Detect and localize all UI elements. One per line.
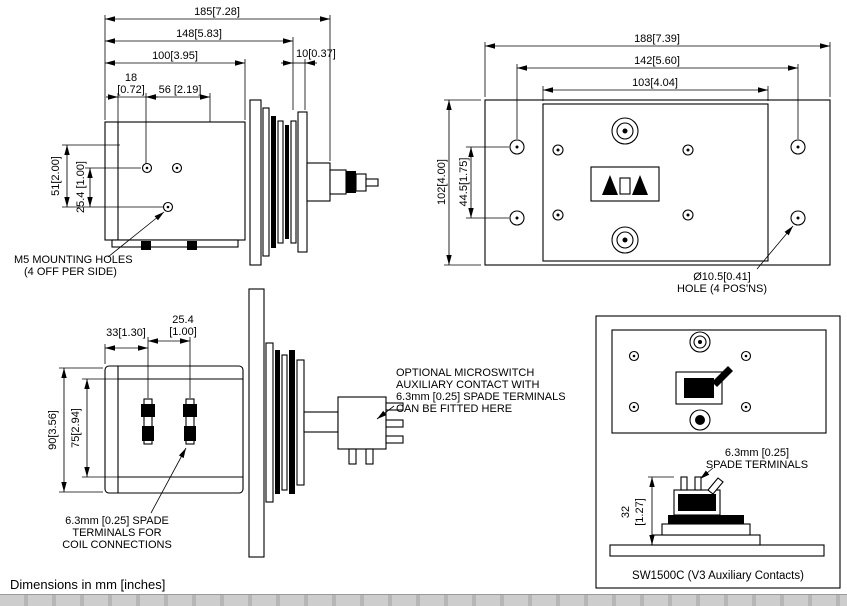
leader-line [756, 225, 794, 270]
dim-103-label: 103[4.04] [632, 77, 678, 89]
dim-18-label: 18 [125, 72, 137, 84]
mounting-foot [187, 241, 197, 250]
coil-view: 25.4 [1.00] 33[1.30] 90[3.56] 75[2.94] O… [47, 288, 566, 558]
dim-90-label: 90[3.56] [47, 410, 59, 450]
dim-10-label: 10[0.37] [296, 48, 336, 60]
dim-148-label: 148[5.83] [176, 28, 222, 40]
plate-stack [248, 288, 305, 558]
plan-view: 188[7.39] 142[5.60] 103[4.04] 102[4.00] … [436, 33, 831, 295]
leader-line [107, 211, 165, 258]
dim-25-4-label: 25.4 [1.00] [75, 161, 87, 213]
dim-51-label: 51[2.00] [50, 156, 62, 196]
dim-102-label: 102[4.00] [436, 159, 448, 205]
coil-body-outline [104, 365, 244, 494]
mounting-foot [141, 241, 151, 250]
dim-75-label: 75[2.94] [70, 408, 82, 448]
dim-32-label: 32 [620, 506, 632, 518]
hole-note-line1: Ø10.5[0.41] [693, 271, 751, 283]
aux-spade-note-line1: 6.3mm [0.25] [725, 447, 789, 459]
coil-note-line1: 6.3mm [0.25] SPADE [65, 515, 169, 527]
clearance-holes [509, 139, 806, 226]
dim-25-4-label: 25.4 [172, 314, 193, 326]
aux-spade-note-line2: SPADE TERMINALS [706, 459, 808, 471]
aux-side-drawing [609, 476, 825, 557]
plate-stack [249, 99, 308, 266]
coil-note-line3: COIL CONNECTIONS [62, 539, 172, 551]
dim-142-label: 142[5.60] [634, 55, 680, 67]
dim-100-label: 100[3.95] [152, 50, 198, 62]
leader-line [150, 447, 187, 514]
m5-note-line2: (4 OFF PER SIDE) [24, 266, 117, 278]
terminal-stud [306, 162, 379, 202]
dim-56-label: 56 [2.19] [159, 84, 202, 96]
coil-spade-terminals [141, 398, 197, 445]
side-view: 185[7.28] 148[5.83] 100[3.95] 10[0.37] 1… [14, 6, 379, 278]
leader-line [699, 467, 714, 480]
m5-mounting-holes [141, 162, 183, 213]
moving-contact-assembly [590, 166, 660, 202]
microswitch-note-line4: CAN BE FITTED HERE [396, 403, 512, 415]
dim-188-label: 188[7.39] [634, 33, 680, 45]
microswitch-note-line2: AUXILIARY CONTACT WITH [396, 379, 539, 391]
coil-note-line2: TERMINALS FOR [72, 527, 161, 539]
dim-185-label: 185[7.28] [194, 6, 240, 18]
contact-studs [611, 117, 639, 254]
dim-33-label: 33[1.30] [106, 327, 146, 339]
leader-line [376, 405, 395, 420]
aux-box-border [595, 315, 841, 589]
dim-32-label-2: [1.27] [634, 498, 646, 526]
microswitch-note-line3: 6.3mm [0.25] SPADE TERMINALS [396, 391, 566, 403]
dim-25-4-label-2: [1.00] [169, 326, 197, 338]
aux-plan-drawing [611, 329, 827, 434]
auxiliary-microswitch [303, 396, 404, 465]
hole-note-line2: HOLE (4 POS'NS) [677, 283, 767, 295]
aux-box-caption: SW1500C (V3 Auxiliary Contacts) [632, 570, 804, 582]
dim-18-label-2: [0.72] [117, 84, 145, 96]
dim-44-5-label: 44.5[1.75] [458, 158, 470, 207]
footer-note: Dimensions in mm [inches] [10, 577, 165, 592]
contactor-body-outline [104, 121, 246, 241]
m5-note-line1: M5 MOUNTING HOLES [14, 254, 133, 266]
aux-view: 6.3mm [0.25] SPADE TERMINALS 32 [1.27] S… [595, 315, 841, 589]
microswitch-note-line1: OPTIONAL MICROSWITCH [396, 367, 534, 379]
tapped-holes [552, 144, 694, 221]
bottom-bar [0, 594, 847, 606]
